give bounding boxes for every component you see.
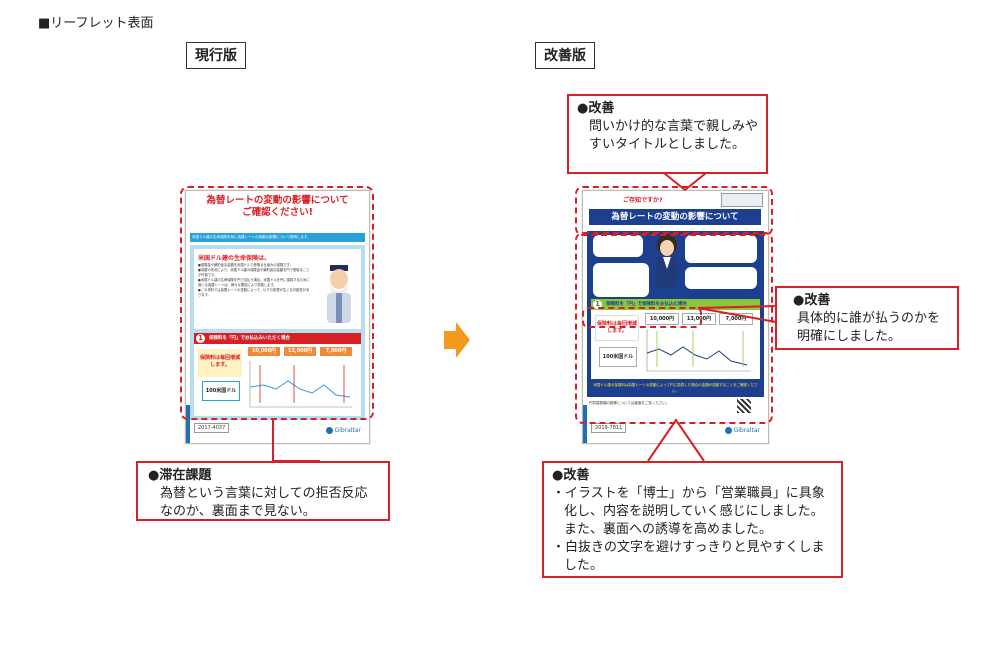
current-case-panel: 1 保険料を「円」でお払込みいただく場合 保険料は毎回増減します。 100米国ド… [194,333,361,416]
bullet: ●保険金や解約返戻金額を米国ドルで受取る仕組みの保険です。 [198,263,293,267]
current-case-left: 保険料は毎回増減します。 [198,349,242,377]
current-case-heading: 保険料を「円」でお払込みいただく場合 [209,336,290,341]
improve-right-body: 具体的に誰が払うのかを明確にしました。 [797,311,941,344]
section-title: ■リーフレット表面 [38,16,154,31]
improved-title-dashed-box [575,186,773,236]
speech-bubble-4 [685,267,757,289]
improve-right-note: ●改善 具体的に誰が払うのかを明確にしました。 [775,286,959,350]
current-bullets: ●保険金や解約返戻金額を米国ドルで受取る仕組みの保険です。 ●為替の状況により、… [198,263,310,298]
current-title-line1: 為替レートの変動の影響について [206,195,349,206]
current-brand: Gibraltar [325,427,361,434]
speech-bubble-2 [593,263,649,297]
improve-bottom-note: ●改善 ・イラストを「博士」から「営業職員」に具象化し、内容を説明していく感じに… [542,461,843,578]
improved-value-1: 10,000円 [645,313,679,325]
improved-body-dashed-box [575,232,773,424]
bullet: ●為替の状況により、米国ドル建の保険金や解約返戻金額を円で受取ることが可能です。 [198,268,310,277]
current-value-3: 7,000円 [320,347,352,356]
current-highlight-dashed-box [180,186,374,420]
professor-illustration [322,263,356,325]
improved-version-label: 改善版 [535,42,595,69]
current-explain-panel: 米国ドル建の生命保険は、 ●保険金や解約返戻金額を米国ドルで受取る仕組みの保険で… [194,249,361,329]
improved-trend-chart [646,329,751,372]
speech-bubble-3 [685,235,757,263]
current-code: 2017-4037 [194,423,230,433]
improved-brand: Gibraltar [724,427,760,434]
qr-code-icon [737,399,751,413]
current-leaflet: 為替レートの変動の影響について ご確認ください! 米国ドル建の生命保険を例に為替… [185,190,370,444]
improve-top-title: ●改善 [577,101,615,116]
current-section-heading: 米国ドル建の生命保険は、 [198,255,271,262]
current-value-2: 13,000円 [284,347,316,356]
improved-case-left-sub: 100米国ドル [599,347,637,367]
improved-case-panel: 1 保険料を「円」で保険料をお払込む場合 保険料は毎回増減します。 100米国ド… [591,299,760,379]
improve-bottom-title: ●改善 [552,468,590,483]
improved-case-dashed-box [582,307,702,328]
current-issue-body: 為替という言葉に対しての拒否反応なのか、裏面まで見ない。 [160,486,368,519]
current-case-number: 1 [196,334,205,343]
improve-right-connector [697,305,777,323]
brand-logo-icon [325,427,333,434]
improved-question-label: ご存知ですか? [623,197,663,204]
improve-right-title: ●改善 [793,293,831,308]
improved-logo-badge [721,193,763,207]
current-issue-note: ●滞在課題 為替という言葉に対しての拒否反応なのか、裏面まで見ない。 [136,461,390,521]
bullet: ●米国ドル建の生命保険を円で支払う場合、米国ドルを円に換算するために用いる為替レ… [198,278,310,287]
improve-bottom-line-2: ・白抜きの文字を避けすっきりと見やすくしました。 [552,540,825,573]
improved-leaflet: ご存知ですか? 為替レートの変動の影響について 1 保険料を「円」で保険料をお払… [582,190,769,444]
speech-bubble-1 [593,235,643,257]
current-value-1: 10,000円 [248,347,280,356]
improve-bottom-connector [647,418,705,462]
improved-value-3: 7,000円 [719,313,753,325]
arrow-right-icon [444,322,470,362]
improve-top-note: ●改善 問いかけ的な言葉で親しみやすいタイトルとしました。 [567,94,768,174]
brand-logo-icon [724,427,732,434]
improved-bottom-banner: 米国ドル建の保険料は為替レートの変動によって円に換算した場合の金額が変動すること… [593,383,758,393]
current-body: 米国ドル建の生命保険は、 ●保険金や解約返戻金額を米国ドルで受取る仕組みの保険で… [190,245,365,420]
improved-title: 為替レートの変動の影響について [589,209,761,225]
current-subtitle: 米国ドル建の生命保険を例に為替レートの変動の影響について説明します。 [190,233,365,242]
improved-case-heading: 保険料を「円」で保険料をお払込む場合 [606,302,687,307]
sales-staff-illustration [653,233,681,295]
current-connector-line [272,418,274,462]
improve-top-body: 問いかけ的な言葉で親しみやすいタイトルとしました。 [589,119,759,152]
improve-top-connector [663,172,707,192]
improve-bottom-line-1: ・イラストを「博士」から「営業職員」に具象化し、内容を説明していく感じにしました… [552,486,825,537]
improved-case-number: 1 [593,300,602,309]
improved-case-left: 保険料は毎回増減します。 [595,315,639,341]
improved-code: 2019-7811 [591,423,627,433]
bullet: ●この資料では為替レートの変動によって、以下の影響が生じる可能性があります。 [198,288,310,297]
current-trend-chart [249,361,352,408]
current-title-line2: ご確認ください! [242,207,313,218]
current-case-left-sub: 100米国ドル [202,381,240,401]
improved-footer-note: 円貨換算額の推移については裏面をご覧ください。 [589,401,670,405]
current-issue-title: ●滞在課題 [148,468,212,483]
current-version-label: 現行版 [186,42,246,69]
